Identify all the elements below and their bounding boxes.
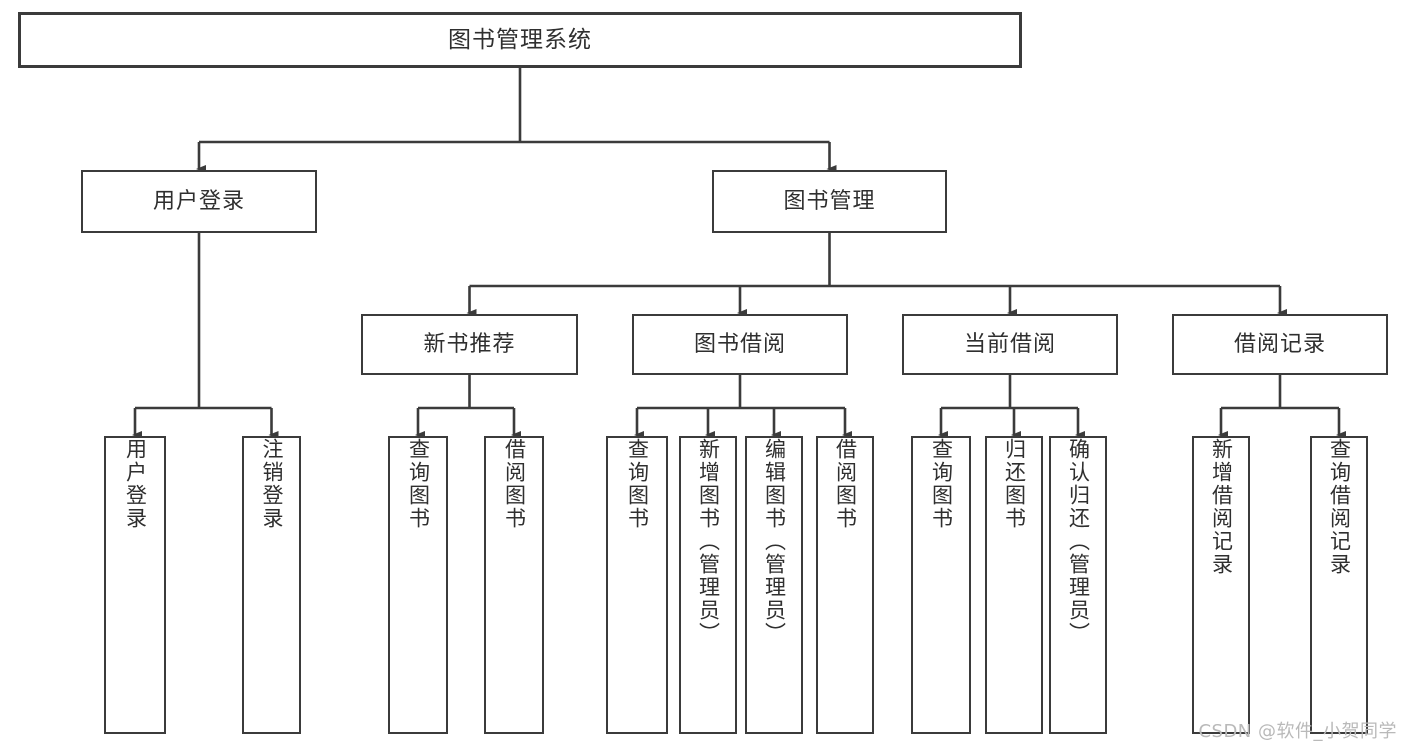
node-leaf-query-book-2[interactable]: 查询图书 <box>606 436 668 734</box>
node-label-leaf-user-login: 用户登录 <box>123 438 148 530</box>
node-label-leaf-edit-book: 编辑图书（管理员） <box>762 438 787 645</box>
node-leaf-query-book-1[interactable]: 查询图书 <box>388 436 448 734</box>
node-label-leaf-query-book-1: 查询图书 <box>406 438 431 530</box>
node-label-book-management: 图书管理 <box>783 188 876 214</box>
node-book-management[interactable]: 图书管理 <box>712 170 947 233</box>
node-label-leaf-borrow-book-2: 借阅图书 <box>833 438 858 530</box>
node-label-leaf-query-book-2: 查询图书 <box>625 438 650 530</box>
node-label-leaf-borrow-book-1: 借阅图书 <box>502 438 527 530</box>
node-label-leaf-user-logout: 注销登录 <box>260 438 284 530</box>
node-leaf-add-book[interactable]: 新增图书（管理员） <box>679 436 737 734</box>
node-user-login[interactable]: 用户登录 <box>81 170 317 233</box>
node-label-book-borrow: 图书借阅 <box>693 331 786 357</box>
node-leaf-confirm-return[interactable]: 确认归还（管理员） <box>1049 436 1107 734</box>
node-leaf-query-borrow-record[interactable]: 查询借阅记录 <box>1310 436 1368 734</box>
node-leaf-borrow-book-1[interactable]: 借阅图书 <box>484 436 544 734</box>
node-label-leaf-query-book-3: 查询图书 <box>929 438 954 530</box>
node-label-new-book-recommend: 新书推荐 <box>423 331 516 357</box>
node-label-leaf-confirm-return: 确认归还（管理员） <box>1066 438 1091 645</box>
node-current-borrow[interactable]: 当前借阅 <box>902 314 1118 375</box>
node-label-user-login: 用户登录 <box>152 188 245 214</box>
node-label-leaf-add-book: 新增图书（管理员） <box>696 438 721 645</box>
node-leaf-edit-book[interactable]: 编辑图书（管理员） <box>745 436 803 734</box>
watermark-text: CSDN @软件_小贺同学 <box>1198 721 1397 742</box>
node-leaf-query-book-3[interactable]: 查询图书 <box>911 436 971 734</box>
node-label-leaf-query-borrow-record: 查询借阅记录 <box>1327 438 1352 576</box>
node-label-leaf-return-book: 归还图书 <box>1002 438 1027 530</box>
node-label-root: 图书管理系统 <box>448 26 592 53</box>
node-leaf-borrow-book-2[interactable]: 借阅图书 <box>816 436 874 734</box>
node-leaf-add-borrow-record[interactable]: 新增借阅记录 <box>1192 436 1250 734</box>
node-new-book-recommend[interactable]: 新书推荐 <box>361 314 578 375</box>
node-book-borrow[interactable]: 图书借阅 <box>632 314 848 375</box>
node-label-current-borrow: 当前借阅 <box>963 331 1056 357</box>
node-leaf-user-login[interactable]: 用户登录 <box>104 436 166 734</box>
node-label-leaf-add-borrow-record: 新增借阅记录 <box>1209 438 1234 576</box>
node-borrow-record[interactable]: 借阅记录 <box>1172 314 1388 375</box>
node-root[interactable]: 图书管理系统 <box>18 12 1022 68</box>
node-leaf-return-book[interactable]: 归还图书 <box>985 436 1043 734</box>
node-leaf-user-logout[interactable]: 注销登录 <box>242 436 301 734</box>
node-label-borrow-record: 借阅记录 <box>1233 331 1326 357</box>
